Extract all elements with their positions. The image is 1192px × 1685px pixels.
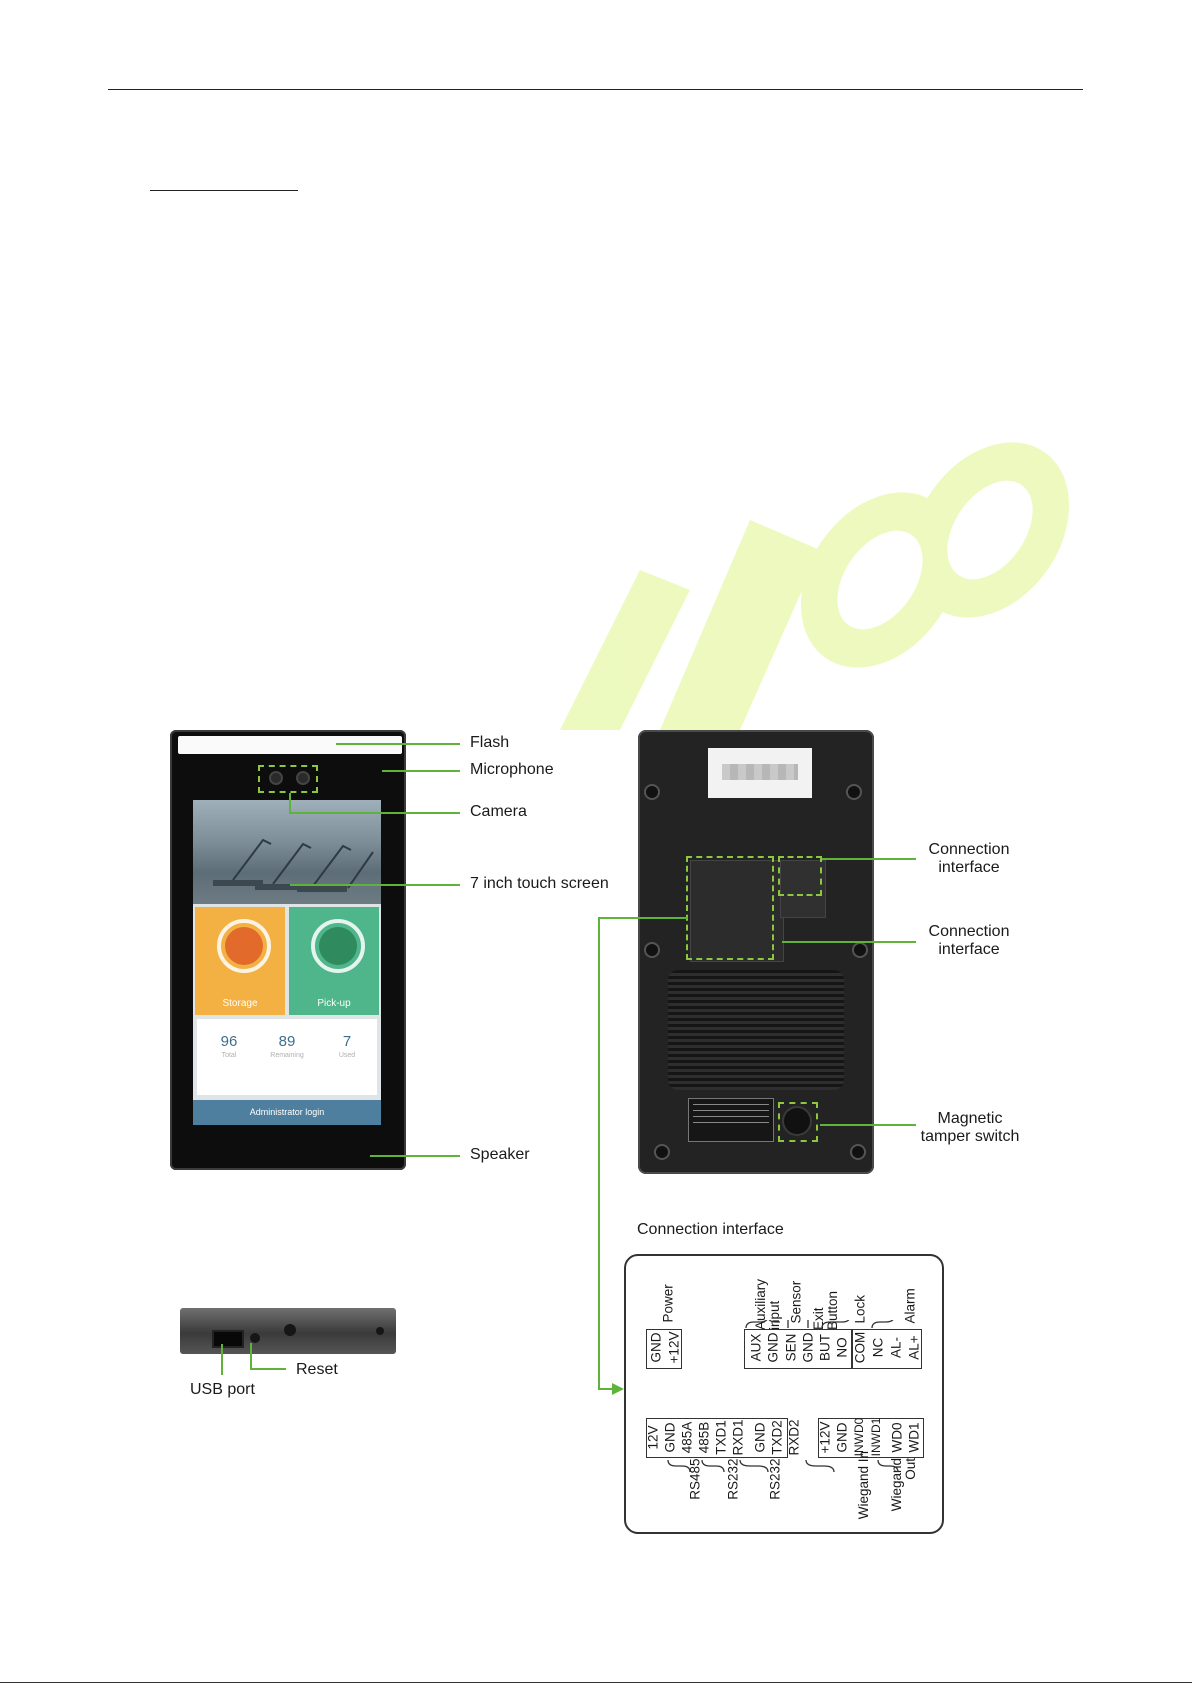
screw-icon [854,944,866,956]
storage-ring-icon [217,919,271,973]
tamper-switch-icon [784,1108,810,1134]
screw-hole-icon [376,1327,384,1335]
group-label-sensor: Sensor [788,1280,804,1324]
pin-box [744,1329,852,1369]
stat-value: 7 [342,1033,352,1050]
camera-highlight [258,765,318,793]
connection-lead-line [598,1388,618,1390]
locker-icon [319,927,357,965]
stat-used: 7 Used [317,1033,377,1059]
camera-label: Camera [470,803,527,820]
group-label-auxiliary-input: Auxiliary input [753,1278,782,1330]
group-label-power: Power [660,1284,676,1323]
camera-callout-line [289,812,460,814]
connection-lead-line [598,917,600,1389]
locker-icon [225,927,263,965]
connection-interface-highlight [778,856,822,896]
usb-port-icon [212,1330,244,1348]
camera-lens-icon [298,773,308,783]
tamper-switch-label: Magnetic tamper switch [920,1110,1020,1145]
group-label-lock: Lock [852,1294,868,1324]
reset-hole-icon [250,1333,260,1343]
header-rule [108,89,1083,90]
stat-label: Remaining [270,1052,304,1059]
storage-tile[interactable]: Storage [195,907,285,1015]
connector-cavity [780,860,826,918]
camera-lens-icon [271,773,281,783]
connection-interface-label: Connection interface [928,923,1010,958]
connection-diagram-title: Connection interface [637,1221,784,1238]
storage-label: Storage [222,998,258,1009]
screw-icon [848,786,860,798]
connection-interface-label: Connection interface [928,841,1010,876]
screen-label: 7 inch touch screen [470,875,609,892]
connection-interface-diagram [624,1254,944,1534]
footer-rule [0,1682,1192,1683]
screw-icon [656,1146,668,1158]
stat-remaining: 89 Remaining [257,1033,317,1059]
usb-port-label: USB port [190,1381,255,1398]
stat-total: 96 Total [199,1033,259,1059]
pin-box [646,1418,788,1458]
camera-callout-line [289,793,291,813]
watermark-logo [560,442,1070,730]
section-heading-underline [150,190,298,191]
stat-label: Used [338,1052,356,1059]
tamper-callout-line [820,1124,916,1126]
pin-box [818,1418,924,1458]
group-label-alarm: Alarm [902,1288,918,1324]
connection-callout-line [782,941,916,943]
reset-callout-line [250,1368,286,1370]
connection-callout-line [822,858,916,860]
screen-callout-line [290,884,460,886]
pin-box [646,1329,682,1369]
pin-box [852,1329,922,1369]
usb-callout-line [221,1344,223,1375]
flash-label: Flash [470,734,510,751]
group-braces [667,1320,899,1473]
microphone-callout-line [382,770,460,772]
flash-bar [178,736,402,754]
tamper-highlight [778,1102,818,1142]
connection-lead-line [598,917,688,919]
gym-photo [193,800,381,904]
touch-screen: Storage Pick-up 96 Total 89 Remaining 7 … [193,800,381,1125]
reset-label: Reset [296,1361,338,1378]
speaker-callout-line [370,1155,460,1157]
speaker-label: Speaker [470,1146,530,1163]
info-plate [688,1098,774,1142]
stat-label: Total [221,1052,237,1059]
pickup-ring-icon [311,919,365,973]
stat-value: 96 [220,1033,238,1050]
blurred-serial [722,764,798,780]
administrator-login-button[interactable]: Administrator login [193,1100,381,1125]
connector-cavity [690,860,784,962]
pickup-tile[interactable]: Pick-up [289,907,379,1015]
arrow-right-icon [612,1383,624,1395]
speaker-grille [668,970,844,1090]
screw-icon [646,944,658,956]
screw-hole-icon [284,1324,296,1336]
stats-panel: 96 Total 89 Remaining 7 Used [197,1019,377,1095]
treadmill-illustration [213,838,374,892]
microphone-label: Microphone [470,761,554,778]
reset-callout-line [250,1343,252,1369]
connection-interface-highlight [686,856,774,960]
flash-callout-line [336,743,460,745]
screw-icon [852,1146,864,1158]
pickup-label: Pick-up [317,998,351,1009]
screw-icon [646,786,658,798]
stat-value: 89 [278,1033,296,1050]
